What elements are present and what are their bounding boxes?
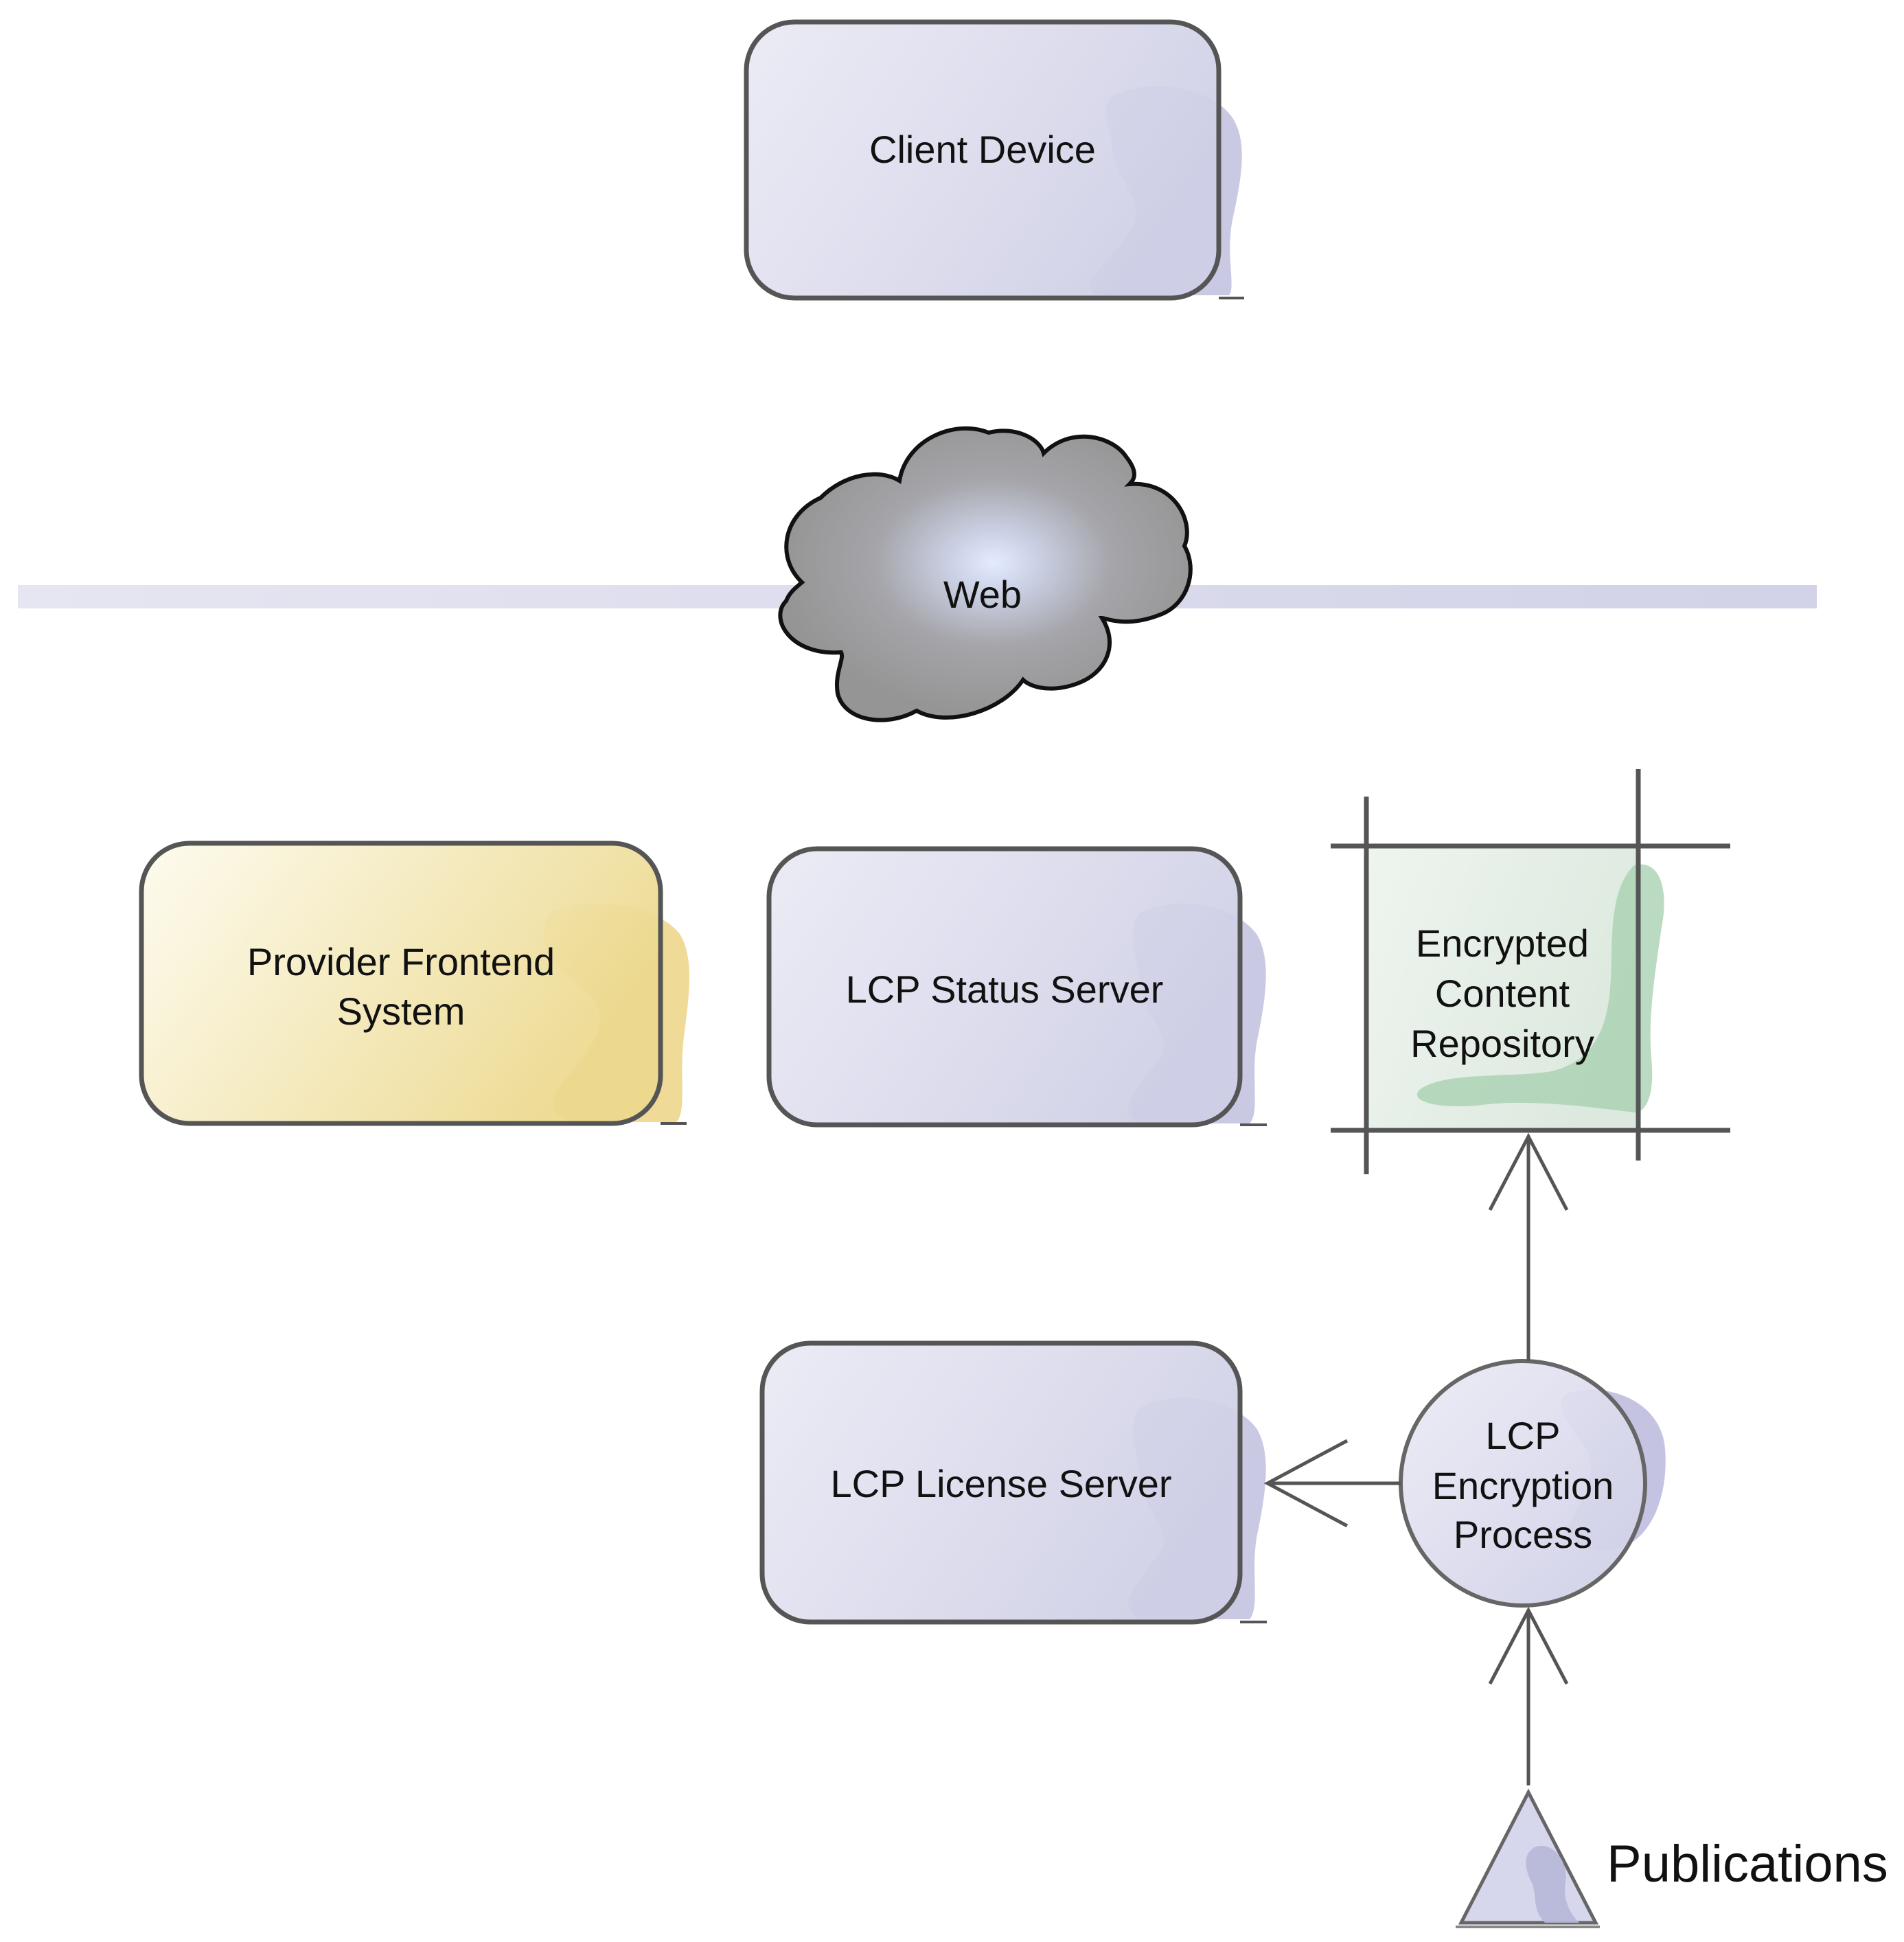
client-device-label: Client Device [869,128,1096,171]
encrypted-repository-node: Encrypted Content Repository [1331,769,1730,1174]
edge-encryption-to-repository [1488,1132,1569,1361]
publications-label: Publications [1607,1835,1888,1893]
encrypted-repository-label-line2: Content [1435,972,1570,1015]
lcp-license-server-node: LCP License Server [759,1340,1267,1625]
provider-frontend-label-line1: Provider Frontend [247,940,555,983]
lcp-encryption-process-label-line3: Process [1454,1513,1592,1556]
provider-frontend-label-line2: System [337,990,466,1033]
arrowhead-left-icon [1263,1439,1349,1528]
web-cloud-node: Web [778,426,1193,722]
client-device-node: Client Device [744,19,1244,301]
encrypted-repository-label-line3: Repository [1410,1022,1594,1065]
arrowhead-up-icon [1488,1132,1569,1211]
lcp-status-server-label: LCP Status Server [846,968,1164,1011]
cloud-icon [778,426,1193,722]
lcp-encryption-process-label-line2: Encryption [1432,1464,1614,1507]
publications-node: Publications [1456,1788,1888,1928]
lcp-encryption-process-node: LCP Encryption Process [1399,1359,1666,1608]
edge-publications-to-encryption [1488,1606,1569,1785]
provider-frontend-node: Provider Frontend System [139,841,690,1126]
edge-encryption-to-license-server [1263,1439,1401,1528]
publications-shadow [1526,1846,1579,1923]
lcp-encryption-process-label-line1: LCP [1486,1414,1561,1457]
web-label: Web [943,573,1022,616]
encrypted-repository-label-line1: Encrypted [1416,922,1589,965]
encrypted-repository-shadow [1416,864,1664,1112]
arrowhead-up-icon [1488,1606,1569,1685]
lcp-license-server-label: LCP License Server [831,1462,1172,1505]
lcp-status-server-node: LCP Status Server [766,846,1267,1128]
